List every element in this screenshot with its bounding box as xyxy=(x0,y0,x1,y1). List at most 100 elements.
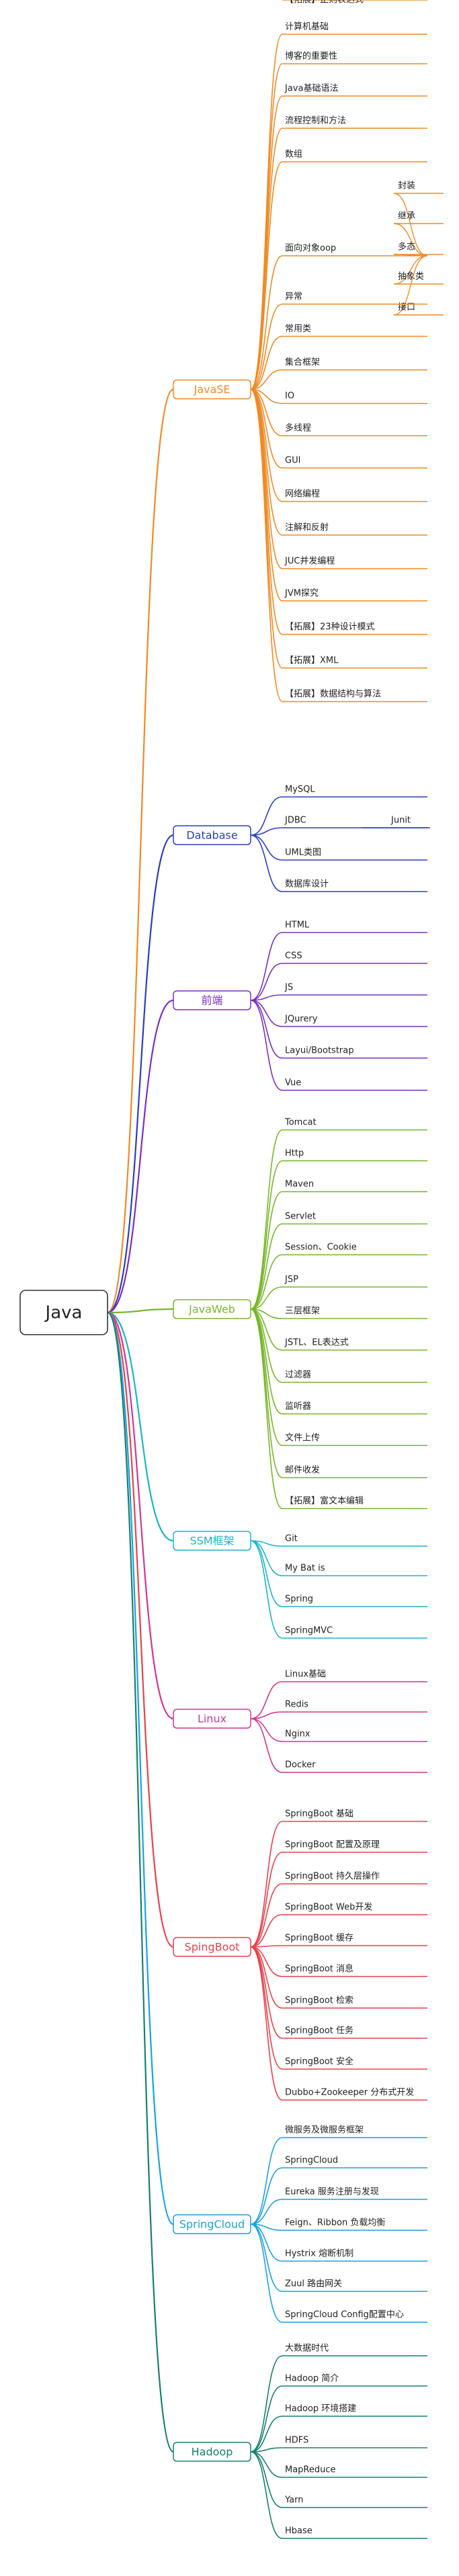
subleaf-label[interactable]: 接口 xyxy=(398,302,415,313)
leaf-label[interactable]: 数组 xyxy=(285,150,302,160)
leaf-label[interactable]: 常用类 xyxy=(285,324,311,334)
branch-to-leaf-line xyxy=(250,1540,283,1607)
leaf-label[interactable]: Dubbo+Zookeeper 分布式开发 xyxy=(285,2087,414,2098)
branch-to-leaf-line xyxy=(250,2199,283,2225)
leaf-label[interactable]: JSP xyxy=(284,1275,298,1285)
leaf-label[interactable]: SpringBoot Web开发 xyxy=(285,1902,372,1913)
subleaf-label[interactable]: 继承 xyxy=(398,211,415,222)
leaf-label[interactable]: MySQL xyxy=(285,785,315,795)
leaf-label[interactable]: Git xyxy=(285,1534,298,1544)
leaf-label[interactable]: Tomcat xyxy=(284,1118,317,1128)
leaf-label[interactable]: HTML xyxy=(285,920,310,931)
branch-to-leaf-line xyxy=(250,1223,283,1310)
leaf-label[interactable]: SpringCloud Config配置中心 xyxy=(285,2310,404,2320)
leaf-label[interactable]: 异常 xyxy=(285,292,302,302)
leaf-label[interactable]: Eureka 服务注册与发现 xyxy=(285,2187,379,2197)
leaf-label[interactable]: Hadoop 环境搭建 xyxy=(285,2403,356,2414)
branch-label: SpingBoot xyxy=(185,1941,240,1954)
leaf-label[interactable]: 数据库设计 xyxy=(285,879,329,890)
subleaf-label[interactable]: 抽象类 xyxy=(398,272,424,282)
leaf-label[interactable]: 三层框架 xyxy=(285,1306,320,1317)
root-node-box[interactable] xyxy=(19,1290,108,1335)
leaf-label[interactable]: 过滤器 xyxy=(285,1370,311,1380)
branch-to-leaf-line xyxy=(250,2385,283,2452)
leaf-label[interactable]: 邮件收发 xyxy=(285,1465,320,1476)
leaf-label[interactable]: 文件上传 xyxy=(285,1433,320,1443)
branch-to-leaf-line xyxy=(250,1540,283,1639)
leaf-label[interactable]: JDBC xyxy=(284,816,306,826)
leaf-label[interactable]: 【拓展】正则表达式 xyxy=(285,0,364,5)
branch-to-leaf-line xyxy=(250,1129,283,1310)
leaf-label[interactable]: 计算机基础 xyxy=(285,22,329,32)
leaf-label[interactable]: Servlet xyxy=(285,1212,316,1222)
leaf-label[interactable]: JQurery xyxy=(284,1014,318,1024)
subleaf-label[interactable]: 封装 xyxy=(398,181,415,191)
leaf-label[interactable]: SpringBoot 缓存 xyxy=(285,1934,353,1944)
leaf-label[interactable]: 博客的重要性 xyxy=(285,51,337,62)
branch-to-leaf-line xyxy=(250,389,283,436)
leaf-label[interactable]: JS xyxy=(284,983,293,993)
leaf-label[interactable]: SpringBoot 基础 xyxy=(285,1809,353,1819)
leaf-label[interactable]: Hbase xyxy=(285,2526,312,2536)
leaf-label[interactable]: 【拓展】富文本编辑 xyxy=(285,1496,364,1507)
leaf-label[interactable]: JUC并发编程 xyxy=(284,556,335,567)
leaf-label[interactable]: Vue xyxy=(285,1078,301,1088)
leaf-label[interactable]: SpringBoot 配置及原理 xyxy=(285,1840,380,1850)
leaf-label[interactable]: IO xyxy=(285,391,294,401)
subleaf-label[interactable]: 多态 xyxy=(398,242,415,252)
leaf-label[interactable]: SpringBoot 检索 xyxy=(285,1996,353,2006)
leaf-label[interactable]: 【拓展】XML xyxy=(285,656,339,666)
leaf-label[interactable]: 注解和反射 xyxy=(285,522,329,533)
branch-to-leaf-line xyxy=(250,161,283,390)
branch-3: JavaWebTomcatHttpMavenServletSession、Coo… xyxy=(107,1118,427,1509)
leaf-label[interactable]: 面向对象oop xyxy=(285,243,336,254)
leaf-label[interactable]: SpringBoot 消息 xyxy=(285,1964,353,1974)
leaf-label[interactable]: 网络编程 xyxy=(285,489,320,499)
leaf-label[interactable]: 大数据时代 xyxy=(285,2344,329,2354)
leaf-label[interactable]: SpringCloud xyxy=(285,2156,338,2166)
leaf-label[interactable]: Redis xyxy=(285,1700,308,1710)
leaf-label[interactable]: SpringMVC xyxy=(285,1626,333,1636)
leaf-label[interactable]: Hadoop 简介 xyxy=(285,2373,339,2384)
leaf-label[interactable]: Spring xyxy=(285,1594,313,1605)
leaf-label[interactable]: MapReduce xyxy=(285,2465,336,2475)
leaf-label[interactable]: Feign、Ribbon 负载均衡 xyxy=(285,2218,385,2228)
leaf-label[interactable]: Http xyxy=(285,1149,304,1159)
leaf-label[interactable]: GUI xyxy=(285,456,300,466)
subleaf-label[interactable]: Junit xyxy=(390,816,411,826)
leaf-label[interactable]: UML类图 xyxy=(285,848,321,858)
root-to-branch-line-5 xyxy=(107,1311,174,1720)
leaf-label[interactable]: My Bat is xyxy=(285,1564,325,1574)
leaf-label[interactable]: SpringBoot 安全 xyxy=(285,2056,353,2067)
leaf-label[interactable]: CSS xyxy=(285,951,302,961)
leaf-label[interactable]: Nginx xyxy=(285,1729,310,1739)
leaf-label[interactable]: 监听器 xyxy=(285,1402,311,1412)
leaf-label[interactable]: 【拓展】23种设计模式 xyxy=(285,622,375,632)
branch-to-leaf-line xyxy=(250,834,283,861)
leaf-label[interactable]: Yarn xyxy=(284,2495,303,2506)
leaf-label[interactable]: Session、Cookie xyxy=(285,1243,357,1253)
leaf-label[interactable]: 微服务及微服务框架 xyxy=(285,2125,364,2136)
leaf-label[interactable]: JVM探究 xyxy=(284,589,319,599)
branch-to-leaf-line xyxy=(250,389,283,404)
leaf-label[interactable]: SpringBoot 任务 xyxy=(285,2025,353,2036)
leaf-label[interactable]: Layui/Bootstrap xyxy=(285,1046,354,1056)
leaf-label[interactable]: Maven xyxy=(285,1180,314,1190)
branch-to-leaf-line xyxy=(250,2416,283,2452)
branch-to-leaf-line xyxy=(250,1946,283,2101)
branch-to-leaf-line xyxy=(250,34,283,390)
leaf-label[interactable]: SpringBoot 持久层操作 xyxy=(285,1871,380,1882)
branch-to-leaf-line xyxy=(250,1946,283,2070)
leaf-label[interactable]: HDFS xyxy=(285,2436,308,2446)
leaf-label[interactable]: 流程控制和方法 xyxy=(285,115,346,126)
leaf-label[interactable]: 集合框架 xyxy=(285,357,320,368)
leaf-label[interactable]: Java基础语法 xyxy=(284,84,338,94)
leaf-label[interactable]: JSTL、EL表达式 xyxy=(284,1338,349,1348)
branch-6: SpingBoot SpringBoot 基础 SpringBoot 配置及原理 Sp… xyxy=(107,1311,427,2101)
leaf-label[interactable]: Linux基础 xyxy=(285,1670,326,1680)
leaf-label[interactable]: 【拓展】数据结构与算法 xyxy=(285,689,381,700)
leaf-label[interactable]: 多线程 xyxy=(285,423,311,434)
leaf-label[interactable]: Docker xyxy=(285,1760,316,1770)
leaf-label[interactable]: Zuul 路由网关 xyxy=(285,2279,342,2289)
leaf-label[interactable]: Hystrix 熔断机制 xyxy=(285,2249,353,2259)
